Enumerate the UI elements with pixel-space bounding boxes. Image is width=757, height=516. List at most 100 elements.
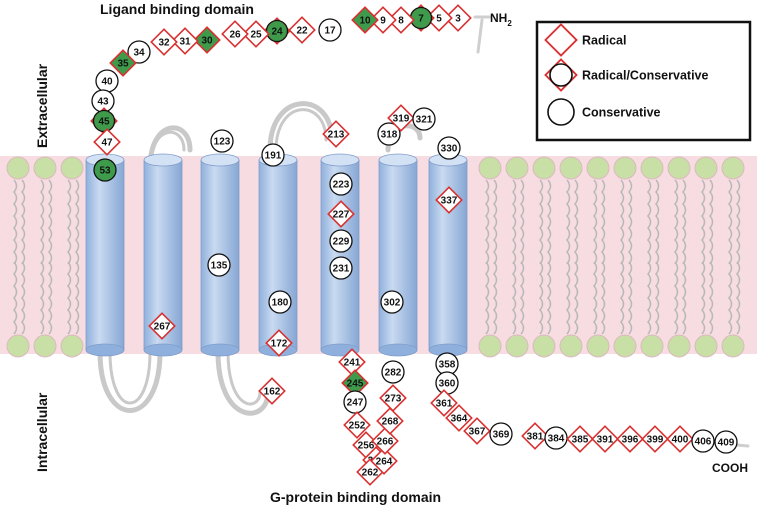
residue-number: 5: [436, 14, 442, 25]
lipid-head: [613, 156, 637, 180]
radical-diamond: [444, 4, 472, 32]
lipid-tail: [547, 261, 552, 335]
residue-8: 8: [387, 6, 415, 34]
legend-item-circle: Conservative: [547, 98, 661, 126]
residue-385: 385: [566, 425, 594, 453]
legend-label: Conservative: [582, 106, 661, 120]
radical-diamond: [93, 128, 121, 156]
radical-diamond: [371, 427, 399, 455]
radical-diamond: [221, 20, 249, 48]
residue-400: 400: [666, 425, 694, 453]
radical-diamond: [150, 28, 178, 56]
residue-399: 399: [641, 425, 669, 453]
residue-191: 191: [261, 143, 285, 167]
conservative-circle: [329, 256, 353, 280]
extracellular-loop-2: [267, 101, 335, 153]
radical-diamond: [379, 384, 407, 412]
lipid-head: [478, 156, 502, 180]
lipid-tail: [48, 179, 53, 265]
lipid-tail: [485, 261, 490, 335]
radical-diamond: [616, 425, 644, 453]
residue-number: 53: [99, 166, 111, 177]
residue-369: 369: [489, 422, 513, 446]
residue-number: 43: [97, 97, 109, 108]
radical-diamond: [258, 377, 286, 405]
radical-diamond: [387, 6, 415, 34]
residue-number: 302: [384, 298, 401, 309]
residue-35: 35: [109, 49, 137, 77]
residue-25: 25: [242, 20, 270, 48]
residue-number: 268: [382, 417, 399, 428]
residue-406: 406: [691, 429, 715, 453]
conservative-circle: [489, 422, 513, 446]
lipid-tail: [512, 261, 517, 335]
residue-number: 25: [250, 30, 262, 41]
legend-label: Radical/Conservative: [582, 69, 708, 83]
lipid-tail: [655, 261, 660, 335]
radical-diamond: [351, 6, 379, 34]
residue-number: 381: [527, 432, 544, 443]
residue-number: 180: [272, 298, 289, 309]
residue-number: 231: [333, 264, 350, 275]
lipid-tail: [628, 261, 633, 335]
residue-number: 384: [548, 434, 565, 445]
lipid-head: [559, 156, 583, 180]
lipid-head: [60, 156, 84, 180]
residue-number: 396: [622, 435, 639, 446]
radical-diamond: [641, 425, 669, 453]
residue-47: 47: [93, 128, 121, 156]
conservative-circle: [437, 136, 461, 160]
lipid-tail: [601, 261, 606, 335]
residue-318: 318: [377, 122, 401, 146]
lipid-tail: [709, 179, 714, 265]
conservative-circle: [127, 40, 151, 64]
lipid-head: [505, 156, 529, 180]
residue-number: 35: [117, 59, 129, 70]
residue-number: 256: [358, 441, 375, 452]
residue-number: 264: [376, 457, 393, 468]
lipid-tail: [728, 179, 733, 265]
residue-391: 391: [591, 425, 619, 453]
residue-264: 264: [370, 447, 398, 475]
residue-number: 406: [695, 437, 712, 448]
residue-number: 34: [133, 48, 145, 59]
lipid-head: [667, 156, 691, 180]
residue-162: 162: [258, 377, 286, 405]
residue-223: 223: [329, 172, 353, 196]
residue-number: 22: [296, 26, 308, 37]
residue-245: 245: [341, 369, 369, 397]
residue-9: 9: [369, 6, 397, 34]
legend-item-both: Radical/Conservative: [544, 58, 708, 92]
helix-4: [258, 153, 298, 357]
radical-diamond: [341, 369, 369, 397]
radical-diamond: [171, 27, 199, 55]
lipid-tail: [566, 261, 571, 335]
residue-number: 409: [718, 438, 735, 449]
residue-number: 400: [672, 435, 689, 446]
radical-diamond: [425, 4, 453, 32]
lipid-head: [559, 334, 583, 358]
residue-319: 319: [387, 104, 415, 132]
radical-diamond: [265, 329, 293, 357]
residue-number: 367: [469, 427, 486, 438]
residue-227: 227: [327, 200, 355, 228]
residue-number: 31: [179, 37, 191, 48]
residue-number: 358: [439, 360, 456, 371]
intracellular-loop-2: [215, 349, 271, 416]
n-terminus-tail: [476, 18, 484, 54]
residue-number: 17: [324, 26, 336, 37]
radical-diamond: [193, 26, 221, 54]
residue-number: 337: [441, 196, 458, 207]
lipid-tail: [75, 179, 80, 265]
residue-123: 123: [210, 129, 234, 153]
residue-number: 32: [158, 38, 170, 49]
lipid-head: [586, 334, 610, 358]
residue-number: 364: [451, 414, 468, 425]
conservative-circle: [377, 122, 401, 146]
residue-number: 247: [347, 398, 364, 409]
lipid-tail: [574, 261, 579, 335]
residue-number: 330: [441, 144, 458, 155]
lipid-head: [33, 334, 57, 358]
radical-diamond: [521, 422, 549, 450]
legend-item-diamond: Radical: [544, 23, 626, 57]
